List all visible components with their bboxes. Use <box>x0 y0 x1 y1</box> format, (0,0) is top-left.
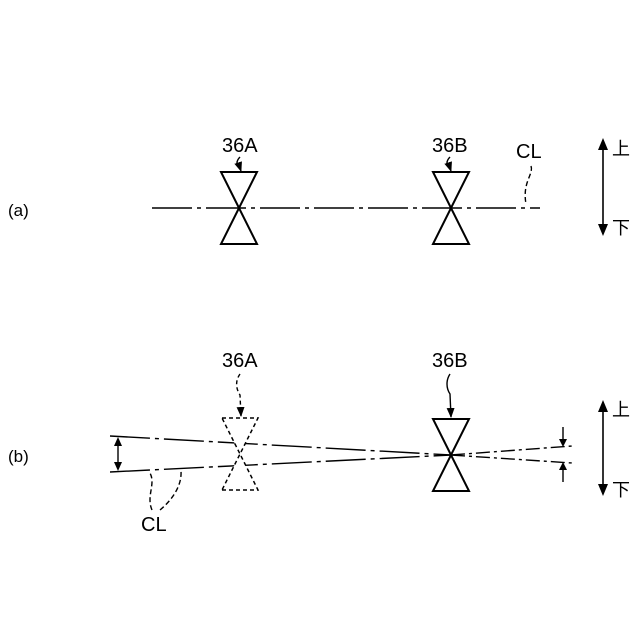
panel-b-center-line-right-lower <box>451 455 572 463</box>
panel-b-label: (b) <box>8 447 29 466</box>
panel-b: (b) 36A 36B <box>8 350 630 536</box>
panel-a-label: (a) <box>8 201 29 220</box>
panel-b-center-line-lower <box>110 455 451 472</box>
panel-a-down-label: 下 <box>612 218 630 239</box>
panel-a-up-label: 上 <box>612 139 630 160</box>
valve-36b-leader-arrow <box>447 157 451 171</box>
panel-a-cl-leader <box>525 166 531 204</box>
panel-b-cl-leader-2 <box>160 471 181 510</box>
valve-36b-displaced-leader-arrow <box>447 374 451 417</box>
panel-b-center-line-right-upper <box>451 446 572 455</box>
valve-36a-label: 36A <box>222 135 258 157</box>
panel-b-center-line-upper <box>110 436 451 455</box>
valve-36b-displaced-label: 36B <box>432 350 468 372</box>
panel-b-up-label: 上 <box>612 400 630 421</box>
panel-b-vertical-arrow <box>598 400 608 496</box>
valve-36a-displaced-leader-arrow <box>237 374 241 416</box>
panel-b-cl-label: CL <box>141 514 167 536</box>
valve-36b-label: 36B <box>432 135 468 157</box>
panel-b-left-dimension-arrow <box>114 437 122 471</box>
valve-36a-displaced-label: 36A <box>222 350 258 372</box>
panel-a-cl-label: CL <box>516 141 542 163</box>
panel-b-cl-leader-1 <box>150 473 152 510</box>
valve-36a-leader-arrow <box>237 157 241 171</box>
panel-a-vertical-arrow <box>598 138 608 236</box>
panel-b-down-label: 下 <box>612 480 630 501</box>
panel-b-right-dimension-arrow <box>559 427 567 482</box>
panel-a: (a) 36A 36B CL 上 下 <box>8 135 630 244</box>
valve-36a-displaced-symbol <box>222 418 258 490</box>
